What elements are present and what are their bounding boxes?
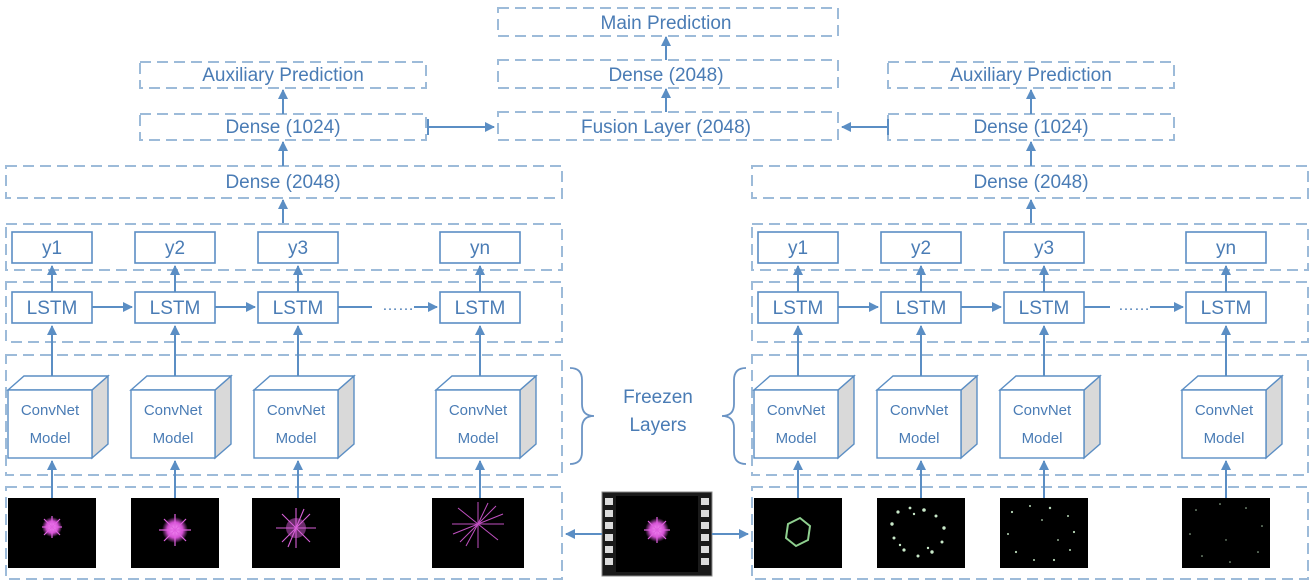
left-output-y2-label: y2 [165, 238, 185, 259]
right-outputs-region [751, 223, 1309, 271]
left-output-y1-label: y1 [42, 238, 62, 259]
right-convnet-3: ConvNet Model [998, 374, 1102, 460]
right-output-y1: y1 [757, 231, 839, 264]
right-convnet-2-line2: Model [899, 430, 940, 447]
left-output-y2: y2 [134, 231, 216, 264]
video-film-icon [601, 491, 713, 577]
left-freeze-brace [569, 367, 595, 465]
left-lstm-ellipsis: …… [382, 297, 414, 314]
left-convnet-3: ConvNet Model [252, 374, 356, 460]
right-convnet-1-line1: ConvNet [767, 402, 826, 419]
right-frame-3 [1000, 498, 1088, 568]
right-lstm-3-label: LSTM [1019, 298, 1070, 319]
right-convnet-1-line2: Model [776, 430, 817, 447]
right-lstm-n-label: LSTM [1201, 298, 1252, 319]
right-aux-prediction-label: Auxiliary Prediction [950, 65, 1112, 86]
left-frame-2 [131, 498, 219, 568]
fusion-layer-label: Fusion Layer (2048) [581, 117, 751, 138]
left-convnet-n: ConvNet Model [434, 374, 538, 460]
right-aux-prediction-box [887, 61, 1175, 89]
right-frame-n [1182, 498, 1270, 568]
left-frame-1 [8, 498, 96, 568]
right-lstm-n: LSTM [1185, 291, 1267, 324]
left-convnet-1: ConvNet Model [6, 374, 110, 460]
left-convnet-n-line1: ConvNet [449, 402, 508, 419]
right-convnet-2: ConvNet Model [875, 374, 979, 460]
left-aux-prediction-box [139, 61, 427, 89]
right-lstm-1: LSTM [757, 291, 839, 324]
right-output-y2: y2 [880, 231, 962, 264]
right-frame-1 [754, 498, 842, 568]
left-lstm-1-label: LSTM [27, 298, 78, 319]
left-output-yn: yn [439, 231, 521, 264]
right-lstm-2-label: LSTM [896, 298, 947, 319]
right-convnet-2-line1: ConvNet [890, 402, 949, 419]
left-frames-region [5, 486, 563, 580]
right-output-y3-label: y3 [1034, 238, 1054, 259]
left-frame-3 [252, 498, 340, 568]
dense-main-label: Dense (2048) [608, 65, 723, 86]
left-convnet-2-line1: ConvNet [144, 402, 203, 419]
right-output-y2-label: y2 [911, 238, 931, 259]
left-lstm-n-label: LSTM [455, 298, 506, 319]
left-lstm-1: LSTM [11, 291, 93, 324]
right-convnet-3-line2: Model [1022, 430, 1063, 447]
main-prediction-label: Main Prediction [601, 13, 732, 34]
right-output-y1-label: y1 [788, 238, 808, 259]
right-lstm-2: LSTM [880, 291, 962, 324]
freeze-label-line1: Freezen [623, 387, 693, 408]
right-lstm-ellipsis: …… [1118, 297, 1150, 314]
right-output-yn-label: yn [1216, 238, 1236, 259]
right-convnet-n: ConvNet Model [1180, 374, 1284, 460]
right-dense-2048-label: Dense (2048) [973, 172, 1088, 193]
left-output-yn-label: yn [470, 238, 490, 259]
left-dense-2048-label: Dense (2048) [225, 172, 340, 193]
right-output-yn: yn [1185, 231, 1267, 264]
freeze-label-line2: Layers [629, 415, 686, 436]
right-lstm-region [751, 281, 1309, 343]
left-lstm-2-label: LSTM [150, 298, 201, 319]
right-convnet-3-line1: ConvNet [1013, 402, 1072, 419]
fusion-layer-box [497, 111, 839, 141]
right-frame-2 [877, 498, 965, 568]
left-convnet-n-line2: Model [458, 430, 499, 447]
right-convnet-n-line2: Model [1204, 430, 1245, 447]
left-convnet-region [5, 354, 563, 476]
left-frame-n [432, 498, 524, 568]
right-convnet-n-line1: ConvNet [1195, 402, 1254, 419]
left-lstm-n: LSTM [439, 291, 521, 324]
right-output-y3: y3 [1003, 231, 1085, 264]
right-lstm-3: LSTM [1003, 291, 1085, 324]
left-lstm-3: LSTM [257, 291, 339, 324]
right-frames-region [751, 486, 1309, 580]
left-outputs-region [5, 223, 563, 271]
left-lstm-region [5, 281, 563, 343]
left-lstm-3-label: LSTM [273, 298, 324, 319]
right-convnet-region [751, 354, 1309, 476]
right-lstm-1-label: LSTM [773, 298, 824, 319]
left-convnet-3-line2: Model [276, 430, 317, 447]
right-convnet-1: ConvNet Model [752, 374, 856, 460]
left-dense-1024-label: Dense (1024) [225, 117, 340, 138]
left-convnet-1-line2: Model [30, 430, 71, 447]
left-output-y3: y3 [257, 231, 339, 264]
left-lstm-2: LSTM [134, 291, 216, 324]
left-output-y1: y1 [11, 231, 93, 264]
left-convnet-1-line1: ConvNet [21, 402, 80, 419]
left-convnet-3-line1: ConvNet [267, 402, 326, 419]
left-aux-prediction-label: Auxiliary Prediction [202, 65, 364, 86]
left-output-y3-label: y3 [288, 238, 308, 259]
left-convnet-2-line2: Model [153, 430, 194, 447]
left-convnet-2: ConvNet Model [129, 374, 233, 460]
right-dense-1024-label: Dense (1024) [973, 117, 1088, 138]
right-freeze-brace [721, 367, 747, 465]
